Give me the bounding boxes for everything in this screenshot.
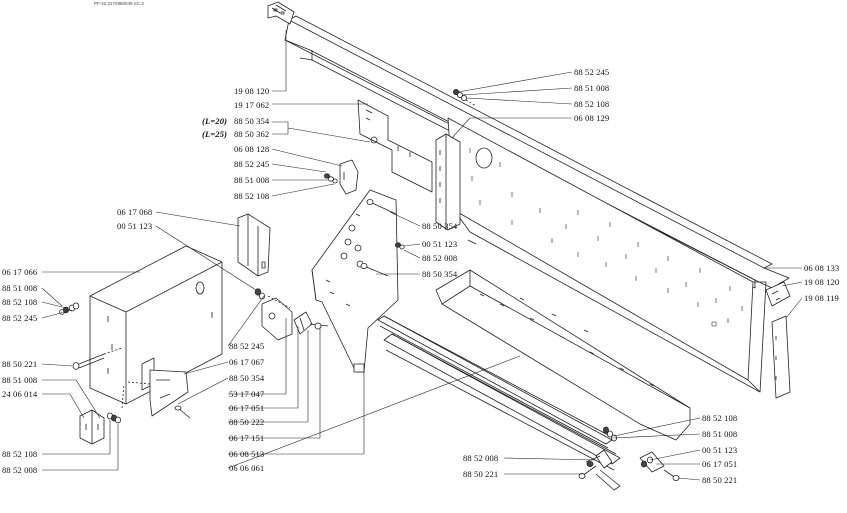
part-label: 06 17 068: [117, 207, 153, 217]
part-label: 53 17 047: [229, 389, 265, 399]
vertical-bracket-left: [435, 133, 461, 231]
part-label: 88 52 245: [2, 313, 38, 323]
part-label: 88 52 108: [234, 191, 270, 201]
part-label: 06 08 129: [574, 113, 610, 123]
part-label: 88 52 008: [422, 253, 458, 263]
part-label: 88 52 245: [574, 67, 610, 77]
part-label: 88 51 008: [2, 375, 38, 385]
drawing-code: PF-22 217/098/049 SC.3: [94, 1, 144, 6]
part-label: 88 52 008: [463, 453, 499, 463]
part-label: 88 50 354: [234, 116, 270, 126]
part-label: 06 17 051: [702, 459, 738, 469]
part-label: 19 08 120: [804, 277, 840, 287]
part-label: 19 08 120: [234, 86, 270, 96]
part-label: 06 08 513: [229, 449, 265, 459]
part-label: 88 52 108: [574, 99, 610, 109]
part-label: 88 50 354: [422, 269, 458, 279]
part-label: 88 51 008: [574, 83, 610, 93]
bolt-box: [72, 347, 123, 370]
part-label: 88 52 108: [2, 297, 38, 307]
small-bracket-0608128: [339, 159, 359, 195]
right-end-brackets: [765, 281, 791, 399]
part-label: 00 51 123: [702, 445, 738, 455]
lower-rail-2: [383, 333, 621, 491]
screw-lower: [174, 405, 191, 419]
part-label: 06 08 128: [234, 144, 270, 154]
bolts-side-plate: [360, 198, 405, 277]
length-note: (L=20): [202, 116, 228, 126]
part-label: 00 51 123: [117, 221, 153, 231]
part-label: 06 06 061: [229, 463, 265, 473]
part-label: 06 17 151: [229, 433, 265, 443]
part-label: 88 52 245: [234, 159, 270, 169]
upper-center-bracket: [357, 99, 433, 193]
part-label: 88 50 221: [463, 469, 499, 479]
part-label: 06 17 051: [229, 403, 265, 413]
part-label: 88 52 108: [2, 449, 38, 459]
part-label: 06 08 133: [804, 263, 840, 273]
part-label: 88 50 362: [234, 129, 270, 139]
part-label: 88 50 221: [2, 359, 38, 369]
part-label: 88 50 354: [422, 221, 458, 231]
part-label: 00 51 123: [422, 239, 458, 249]
part-label: 88 52 008: [2, 465, 38, 475]
part-label: 24 06 014: [2, 389, 38, 399]
bracket-2406014: [79, 381, 151, 445]
length-note: (L=25): [202, 129, 228, 139]
fastener-group-upper: [323, 173, 338, 184]
part-label: 19 17 062: [234, 100, 270, 110]
electrical-box: [89, 245, 223, 417]
side-plate: [311, 189, 399, 373]
bracket-0617068: [237, 213, 271, 277]
part-label: 88 51 008: [702, 429, 738, 439]
part-label: 88 51 008: [234, 175, 270, 185]
part-label: 88 50 221: [702, 475, 738, 485]
bottom-tray: [435, 269, 691, 441]
fasteners-lower-right: [578, 426, 680, 481]
part-label: 88 52 108: [702, 413, 738, 423]
part-label: 06 17 066: [2, 267, 38, 277]
part-label: 19 08 119: [804, 293, 839, 303]
part-label: 88 51 008: [2, 283, 38, 293]
part-label: 88 50 222: [229, 417, 265, 427]
part-label: 06 17 067: [229, 357, 265, 367]
part-label: 88 50 354: [229, 373, 265, 383]
part-label: 88 52 245: [229, 341, 265, 351]
leader-lines: [41, 30, 803, 481]
